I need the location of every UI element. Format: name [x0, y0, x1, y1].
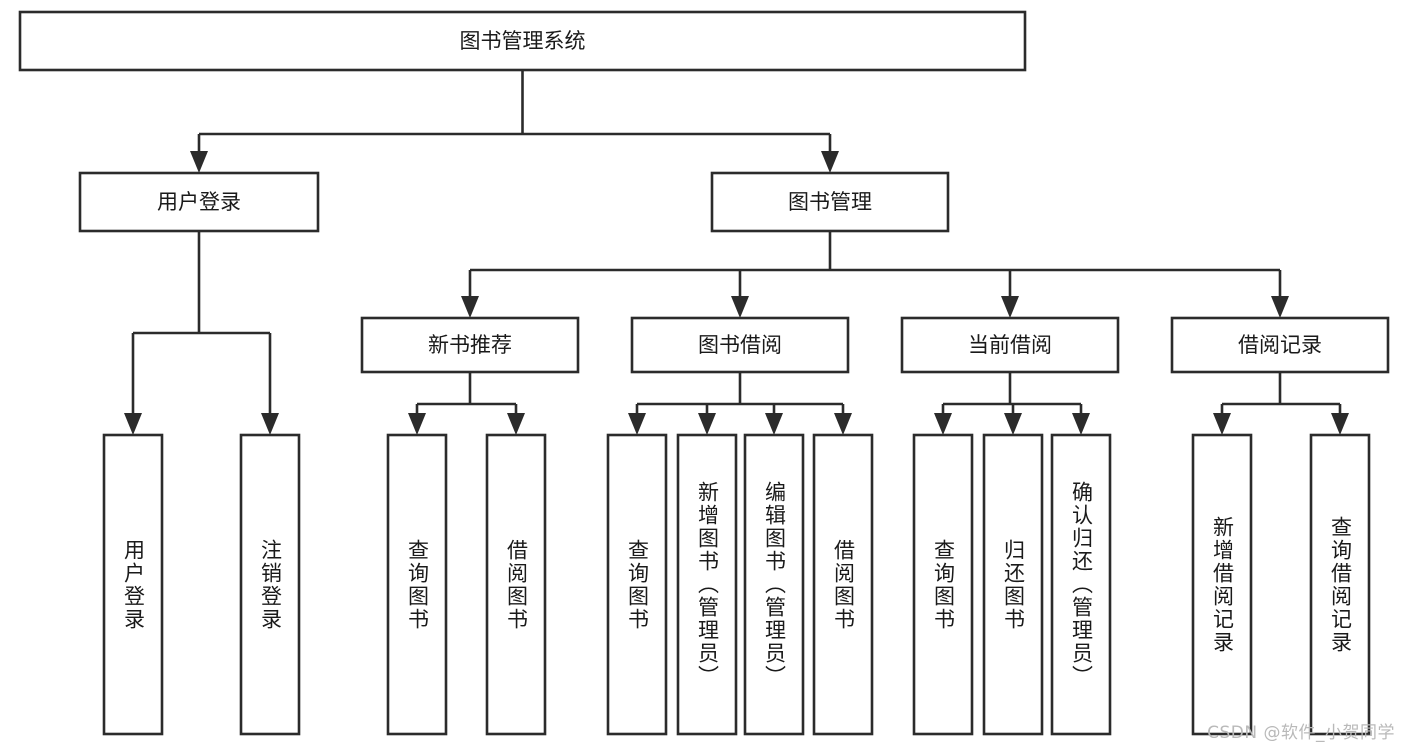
arrow-to-leaf-查询图书: [934, 413, 952, 435]
arrow-to-图书管理: [821, 151, 839, 173]
arrow-to-leaf-归还图书: [1004, 413, 1022, 435]
leaf-box-新增借阅记录[interactable]: [1191, 433, 1253, 736]
arrow-to-leaf-查询图书: [628, 413, 646, 435]
node-box-新书推荐[interactable]: [360, 316, 580, 374]
leaf-box-归还图书[interactable]: [982, 433, 1044, 736]
arrow-to-leaf-新增图书管理员: [698, 413, 716, 435]
node-label-借阅记录: 借阅记录: [1238, 333, 1322, 357]
root-node-box[interactable]: [18, 10, 1027, 72]
arrow-to-leaf-借阅图书: [834, 413, 852, 435]
leaf-box-查询图书[interactable]: [912, 433, 974, 736]
leaf-box-借阅图书[interactable]: [485, 433, 547, 736]
root-node-label: 图书管理系统: [460, 29, 586, 53]
arrow-to-leaf-编辑图书管理员: [765, 413, 783, 435]
arrow-to-leaf-确认归还管理员: [1072, 413, 1090, 435]
leaf-box-用户登录[interactable]: [102, 433, 164, 736]
node-box-借阅记录[interactable]: [1170, 316, 1390, 374]
boxes-layer: [18, 10, 1390, 736]
leaf-box-新增图书管理员[interactable]: [676, 433, 738, 736]
node-box-图书管理[interactable]: [710, 171, 950, 233]
arrow-to-leaf-查询借阅记录: [1331, 413, 1349, 435]
leaf-box-查询图书[interactable]: [606, 433, 668, 736]
leaf-box-确认归还管理员[interactable]: [1050, 433, 1112, 736]
arrow-to-leaf-新增借阅记录: [1213, 413, 1231, 435]
leaf-box-注销登录[interactable]: [239, 433, 301, 736]
node-label-图书借阅: 图书借阅: [698, 333, 782, 357]
node-box-当前借阅[interactable]: [900, 316, 1120, 374]
arrow-to-当前借阅: [1001, 296, 1019, 318]
arrow-to-用户登录: [190, 151, 208, 173]
arrow-to-leaf-查询图书: [408, 413, 426, 435]
leaf-box-查询借阅记录[interactable]: [1309, 433, 1371, 736]
arrow-to-leaf-用户登录: [124, 413, 142, 435]
node-label-图书管理: 图书管理: [788, 190, 872, 214]
arrow-to-图书借阅: [731, 296, 749, 318]
watermark-text: CSDN @软件_小贺同学: [1207, 723, 1395, 743]
node-box-用户登录[interactable]: [78, 171, 320, 233]
leaf-box-借阅图书[interactable]: [812, 433, 874, 736]
arrow-to-借阅记录: [1271, 296, 1289, 318]
leaf-box-编辑图书管理员[interactable]: [743, 433, 805, 736]
node-label-当前借阅: 当前借阅: [968, 333, 1052, 357]
node-label-用户登录: 用户登录: [157, 190, 241, 214]
connectors-layer: [124, 70, 1349, 435]
arrow-to-新书推荐: [461, 296, 479, 318]
node-label-新书推荐: 新书推荐: [428, 333, 512, 357]
leaf-box-查询图书[interactable]: [386, 433, 448, 736]
arrow-to-leaf-借阅图书: [507, 413, 525, 435]
arrow-to-leaf-注销登录: [261, 413, 279, 435]
node-box-图书借阅[interactable]: [630, 316, 850, 374]
